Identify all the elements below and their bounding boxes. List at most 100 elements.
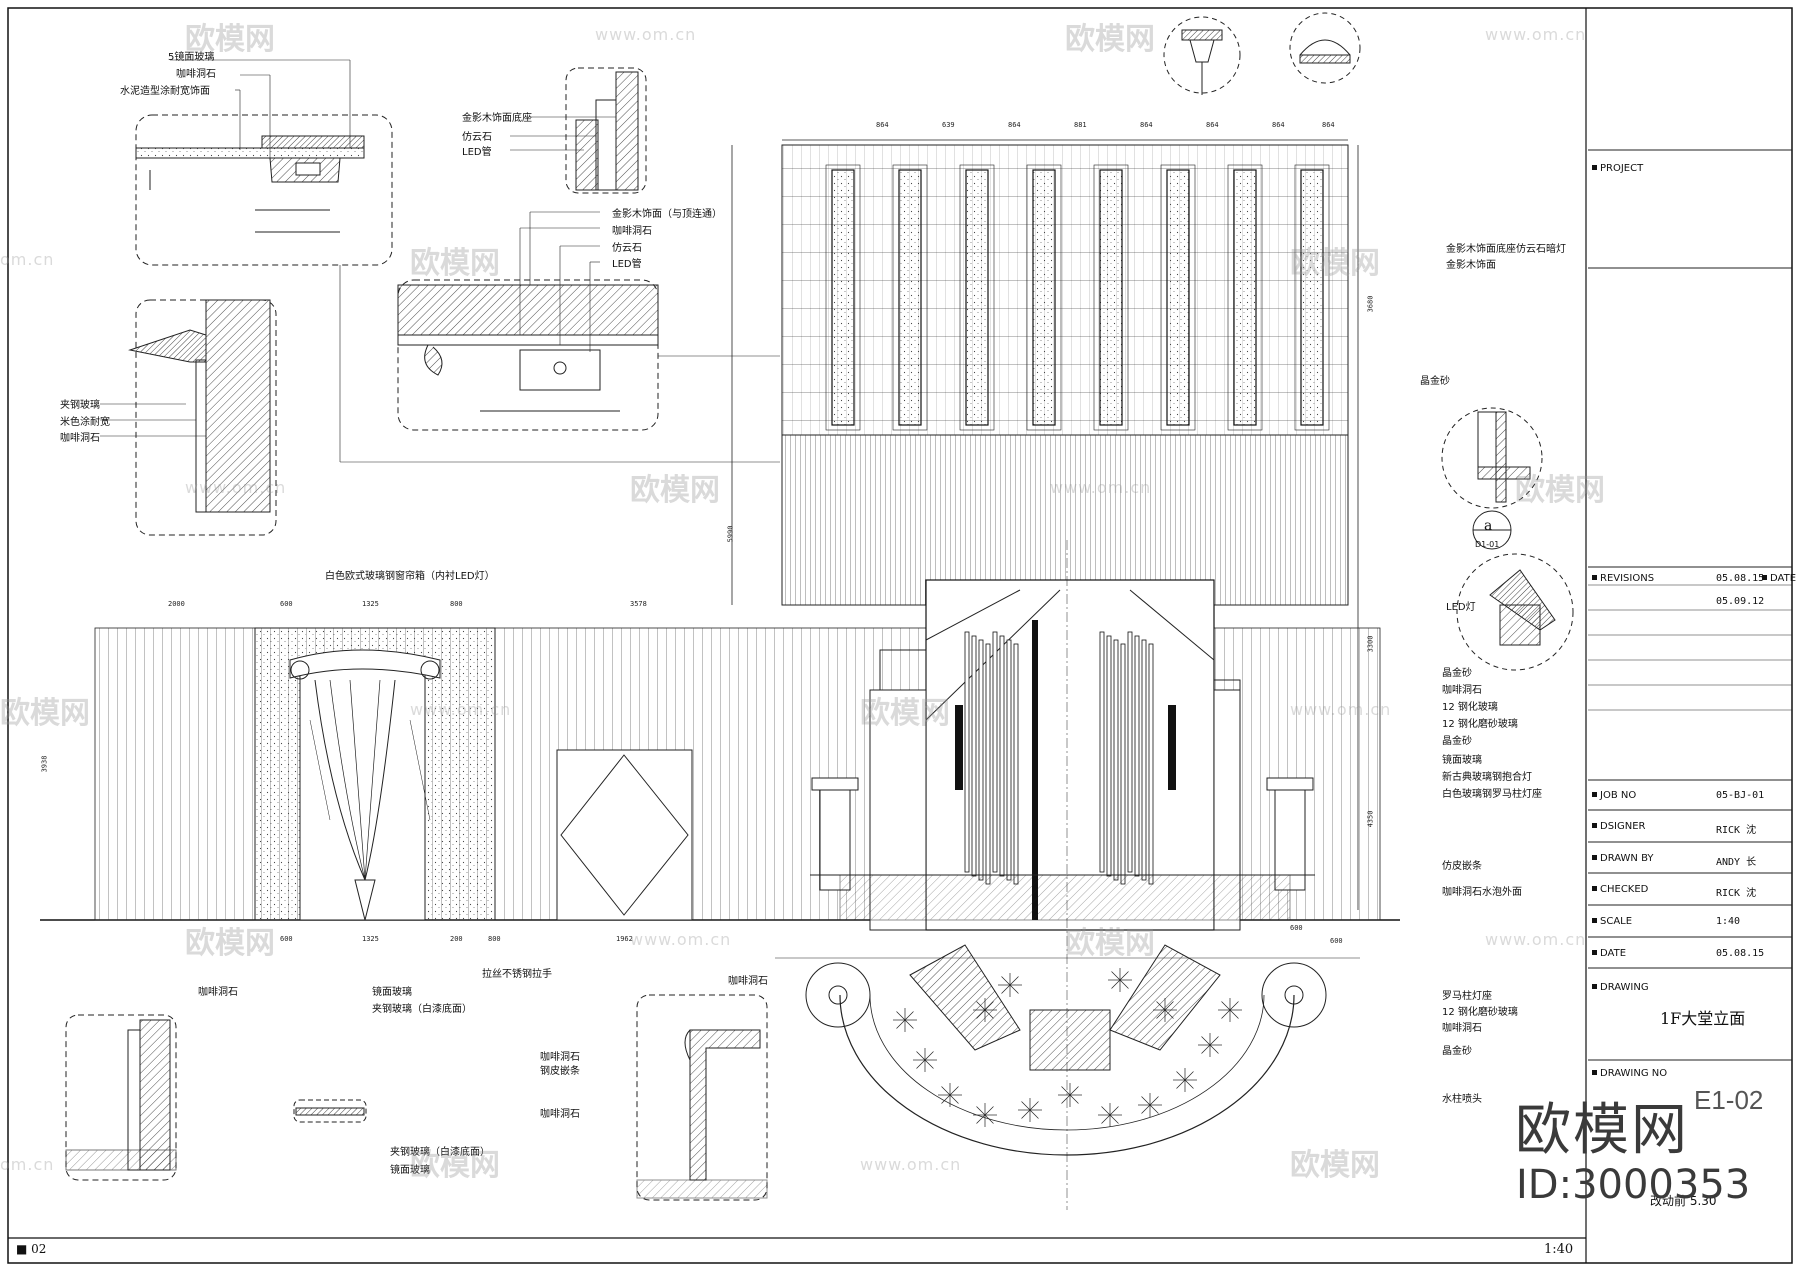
date: 05.08.15 xyxy=(1716,948,1765,959)
scale-label: SCALE xyxy=(1592,916,1632,927)
note-right-elev-2: 咖啡洞石 xyxy=(1442,685,1482,696)
note-curtain: 白色欧式玻璃钢窗帘箱（内衬LED灯） xyxy=(325,571,495,582)
note-top-mid-1: 金影木饰面底座 xyxy=(462,113,532,124)
dim-top-4: 881 xyxy=(1074,121,1087,129)
ceiling-panel xyxy=(1032,169,1056,426)
note-right-elev-6: 镜面玻璃 xyxy=(1442,755,1482,766)
note-top-left-2: 咖啡洞石 xyxy=(176,69,216,80)
title-block xyxy=(1588,149,1792,1061)
sheet-frame xyxy=(7,7,1793,1264)
dim-bottom-4: 800 xyxy=(488,935,501,943)
ceiling-panel xyxy=(1300,169,1324,426)
note-handle: 拉丝不锈钢拉手 xyxy=(482,969,552,980)
upper-elevation xyxy=(731,139,1359,910)
detail-bottom-center xyxy=(636,994,768,1201)
note-top-mid-2: 仿云石 xyxy=(462,132,492,143)
dim-top-7: 864 xyxy=(1272,121,1285,129)
note-coffee-stone-bottom: 咖啡洞石 xyxy=(728,976,768,987)
dim-left-4: 800 xyxy=(450,600,463,608)
detail-mid xyxy=(339,211,780,463)
detail-left-section xyxy=(100,299,277,536)
note-top-left-1: 5镜面玻璃 xyxy=(168,52,215,63)
dim-top-2: 639 xyxy=(942,121,955,129)
drawn-by-label: DRAWN BY xyxy=(1592,853,1654,864)
checked-label: CHECKED xyxy=(1592,884,1648,895)
revision-date-1: 05.08.15 xyxy=(1716,573,1765,584)
watermark-id: ID:3000353 xyxy=(1516,1162,1751,1208)
ceiling-panel xyxy=(965,169,989,426)
note-plan-right-5: 水柱喷头 xyxy=(1442,1094,1482,1105)
section-marker-ref: D1-01 xyxy=(1475,540,1500,549)
date-label: DATE xyxy=(1592,948,1626,959)
sheet-number: ■ 02 xyxy=(16,1242,47,1256)
drawing-title: 1F大堂立面 xyxy=(1660,1009,1746,1028)
note-ceiling-right-1: 金影木饰面底座仿云石暗灯 xyxy=(1446,244,1566,255)
dim-bottom-3: 200 xyxy=(450,935,463,943)
note-right-elev-1: 晶金砂 xyxy=(1442,668,1472,679)
note-base-right-2: 咖啡洞石水泡外面 xyxy=(1442,887,1522,898)
note-mid-1: 金影木饰面（与顶连通） xyxy=(612,209,722,220)
plan-view xyxy=(775,540,1360,1210)
note-bottom-center-3: 咖啡洞石 xyxy=(540,1109,580,1120)
note-bottom-center-2: 钢皮嵌条 xyxy=(540,1066,580,1077)
job-no-label: JOB NO xyxy=(1592,790,1636,801)
dim-vertical-left-2: 5990 xyxy=(726,525,735,543)
note-right-elev-3: 12 钢化玻璃 xyxy=(1442,702,1498,713)
revision-date-2: 05.09.12 xyxy=(1716,596,1765,607)
dim-bottom-1: 600 xyxy=(280,935,293,943)
drawn-by: ANDY 长 xyxy=(1716,857,1757,868)
drawing-no-label: DRAWING NO xyxy=(1592,1068,1667,1079)
note-jinsha-top: 晶金砂 xyxy=(1420,376,1450,387)
detail-top-left xyxy=(135,59,393,266)
note-left-section-1: 夹钢玻璃 xyxy=(60,400,100,411)
dim-left-1: 2000 xyxy=(168,600,185,608)
dim-bottom-5: 1962 xyxy=(616,935,633,943)
watermark-logo: 欧模网 xyxy=(1515,1098,1689,1163)
dim-vertical-right-3: 4350 xyxy=(1366,810,1375,828)
note-bottom-left-2: 镜面玻璃 xyxy=(372,987,412,998)
designer: RICK 沈 xyxy=(1716,825,1757,836)
dim-vertical-left-1: 3938 xyxy=(40,755,49,773)
note-base-right-1: 仿皮嵌条 xyxy=(1442,861,1482,872)
checked: RICK 沈 xyxy=(1716,888,1757,899)
dim-bottom-2: 1325 xyxy=(362,935,379,943)
note-bottom-center-1: 咖啡洞石 xyxy=(540,1052,580,1063)
note-plan-right-4: 晶金砂 xyxy=(1442,1046,1472,1057)
note-plan-right-1: 罗马柱灯座 xyxy=(1442,991,1492,1002)
note-plan-right-2: 12 钢化磨砂玻璃 xyxy=(1442,1007,1518,1018)
note-right-elev-7: 新古典玻璃钢抱合灯 xyxy=(1442,772,1532,783)
note-small-detail-2: 镜面玻璃 xyxy=(390,1165,430,1176)
ceiling-panel xyxy=(831,169,855,426)
note-top-left-3: 水泥造型涂耐宽饰面 xyxy=(120,86,210,97)
note-bottom-left-1: 咖啡洞石 xyxy=(198,987,238,998)
dim-bottom-6: 600 xyxy=(1290,924,1303,932)
dim-left-2: 600 xyxy=(280,600,293,608)
note-left-section-2: 米色涂耐宽 xyxy=(60,417,110,428)
dim-bottom-7: 600 xyxy=(1330,937,1343,945)
note-mid-4: LED管 xyxy=(612,259,642,270)
note-right-elev-5: 晶金砂 xyxy=(1442,736,1472,747)
drawing-no: E1-02 xyxy=(1694,1085,1764,1115)
main-elevation xyxy=(40,579,1400,931)
note-led: LED灯 xyxy=(1446,602,1476,613)
detail-top-mid xyxy=(510,67,647,194)
ceiling-panel xyxy=(1099,169,1123,426)
section-marker-letter: a xyxy=(1484,518,1493,534)
project-label: PROJECT xyxy=(1592,163,1643,174)
detail-bottom-small xyxy=(293,1099,367,1123)
dim-top-5: 864 xyxy=(1140,121,1153,129)
note-small-detail-1: 夹钢玻璃（白漆底面） xyxy=(390,1147,490,1158)
dim-top-3: 864 xyxy=(1008,121,1021,129)
footer-scale: 1:40 xyxy=(1544,1242,1574,1257)
note-bottom-left-3: 夹钢玻璃（白漆底面） xyxy=(372,1004,472,1015)
job-no: 05-BJ-01 xyxy=(1716,790,1765,801)
scale: 1:40 xyxy=(1716,916,1741,927)
detail-right xyxy=(1441,407,1574,671)
detail-bottom-left xyxy=(65,1014,177,1181)
ceiling-panel xyxy=(898,169,922,426)
detail-circles-top xyxy=(1163,12,1361,95)
dim-left-3: 1325 xyxy=(362,600,379,608)
ceiling-panel xyxy=(1233,169,1257,426)
dim-top-1: 864 xyxy=(876,121,889,129)
